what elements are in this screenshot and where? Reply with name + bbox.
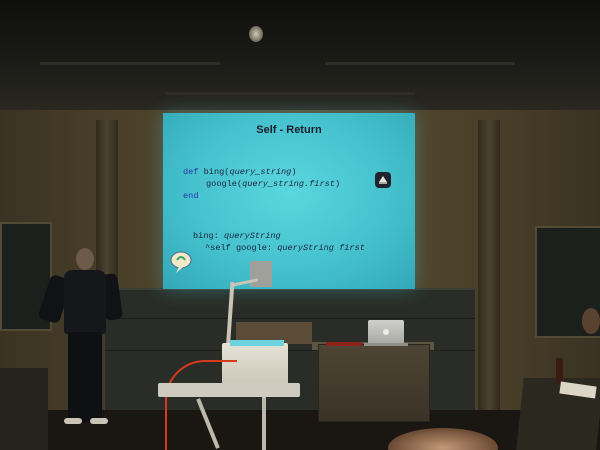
cart-leg (262, 397, 266, 450)
smalltalk-code-line-2: ^self google: queryString first (205, 243, 365, 253)
ruby-gem-icon (375, 172, 391, 188)
code-text: bing: (193, 231, 224, 241)
slide-title: Self - Return (256, 124, 322, 136)
red-book (326, 342, 362, 346)
code-argument: query_string.first (242, 179, 335, 189)
lectern-panel (236, 322, 312, 344)
code-keyword-def: def (183, 167, 199, 177)
audience-member (582, 308, 600, 334)
code-text: ) (334, 179, 341, 189)
red-cable (165, 360, 237, 450)
presenter (37, 248, 124, 426)
smalltalk-balloon-icon (170, 251, 192, 273)
code-text: ) (291, 167, 297, 177)
chalkboard-divider (105, 350, 475, 351)
ceiling-light-strip (325, 62, 515, 65)
code-text: ^self google: (205, 243, 278, 253)
chalkboard-divider (105, 318, 475, 319)
ceiling-light-strip (165, 92, 415, 95)
projector-cart (158, 383, 300, 397)
audience-seat (0, 368, 48, 450)
presenter-head (76, 248, 94, 270)
lecture-desk (318, 344, 430, 422)
projection-screen: Self - Return def bing(query_string) goo… (163, 113, 415, 289)
bottle (556, 358, 563, 384)
presenter-torso (64, 270, 106, 334)
code-text: google( (206, 179, 243, 189)
smalltalk-code-line-1: bing: queryString (193, 231, 281, 241)
code-argument: queryString first (277, 243, 365, 253)
presenter-shoe (64, 418, 82, 424)
laptop-base (364, 343, 408, 346)
ceiling-light-strip (40, 62, 220, 65)
audience-head (388, 428, 498, 450)
code-argument: query_string (229, 167, 292, 177)
presenter-shoe (90, 418, 108, 424)
ceiling-lamp (249, 26, 263, 42)
apple-logo-icon (383, 329, 389, 335)
wall-pillar (478, 120, 500, 410)
presenter-legs (68, 332, 102, 422)
ceiling (0, 0, 600, 110)
projector-mirror-head (250, 261, 272, 287)
code-keyword-end: end (183, 191, 199, 201)
projector-glass (230, 340, 284, 346)
ruby-code-line-1: def bing(query_string) (183, 167, 297, 177)
code-argument: queryString (223, 231, 281, 241)
code-text: bing( (198, 167, 230, 177)
ruby-code-line-2: google(query_string.first) (206, 179, 340, 189)
ruby-code-line-3: end (183, 191, 198, 201)
